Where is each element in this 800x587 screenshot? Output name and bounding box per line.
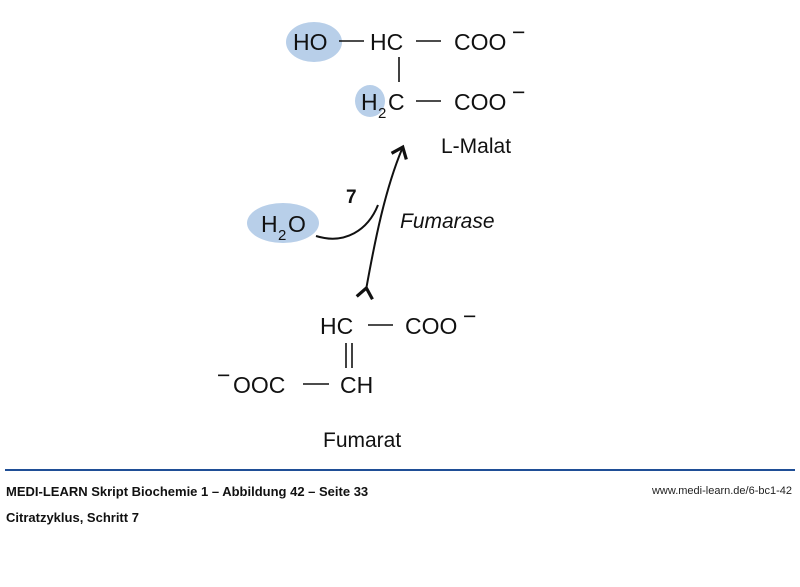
footer-title: MEDI-LEARN Skript Biochemie 1 – Abbildun… <box>6 484 369 499</box>
reversible-arrow <box>355 144 408 301</box>
water-o: O <box>288 211 306 237</box>
malat-ho: HO <box>293 29 328 55</box>
charge: − <box>512 79 525 105</box>
fumarat-hc: HC <box>320 313 353 339</box>
ho-highlight <box>286 22 342 62</box>
footer-subtitle: Citratzyklus, Schritt 7 <box>6 510 139 525</box>
malat-c: C <box>388 89 405 115</box>
charge: − <box>463 303 476 329</box>
fumarat-label: Fumarat <box>323 429 401 452</box>
subscript: 2 <box>278 227 286 244</box>
malat-hc: HC <box>370 29 403 55</box>
step-number: 7 <box>346 187 357 208</box>
charge: − <box>217 362 230 388</box>
water-highlight <box>247 203 319 243</box>
subscript: 2 <box>378 105 386 122</box>
malat-h: H <box>361 89 378 115</box>
malat-coo-1: COO <box>454 29 506 55</box>
water-input-arrow <box>315 204 379 240</box>
malat-label: L-Malat <box>441 135 511 158</box>
charge: − <box>512 19 525 45</box>
footer-url[interactable]: www.medi-learn.de/6-bc1-42 <box>651 485 792 497</box>
h-highlight <box>355 85 385 117</box>
fumarat-ch: CH <box>340 372 373 398</box>
enzyme-label: Fumarase <box>400 210 495 233</box>
malat-coo-2: COO <box>454 89 506 115</box>
fumarat-ooc: OOC <box>233 372 285 398</box>
water-h: H <box>261 211 278 237</box>
fumarat-coo: COO <box>405 313 457 339</box>
